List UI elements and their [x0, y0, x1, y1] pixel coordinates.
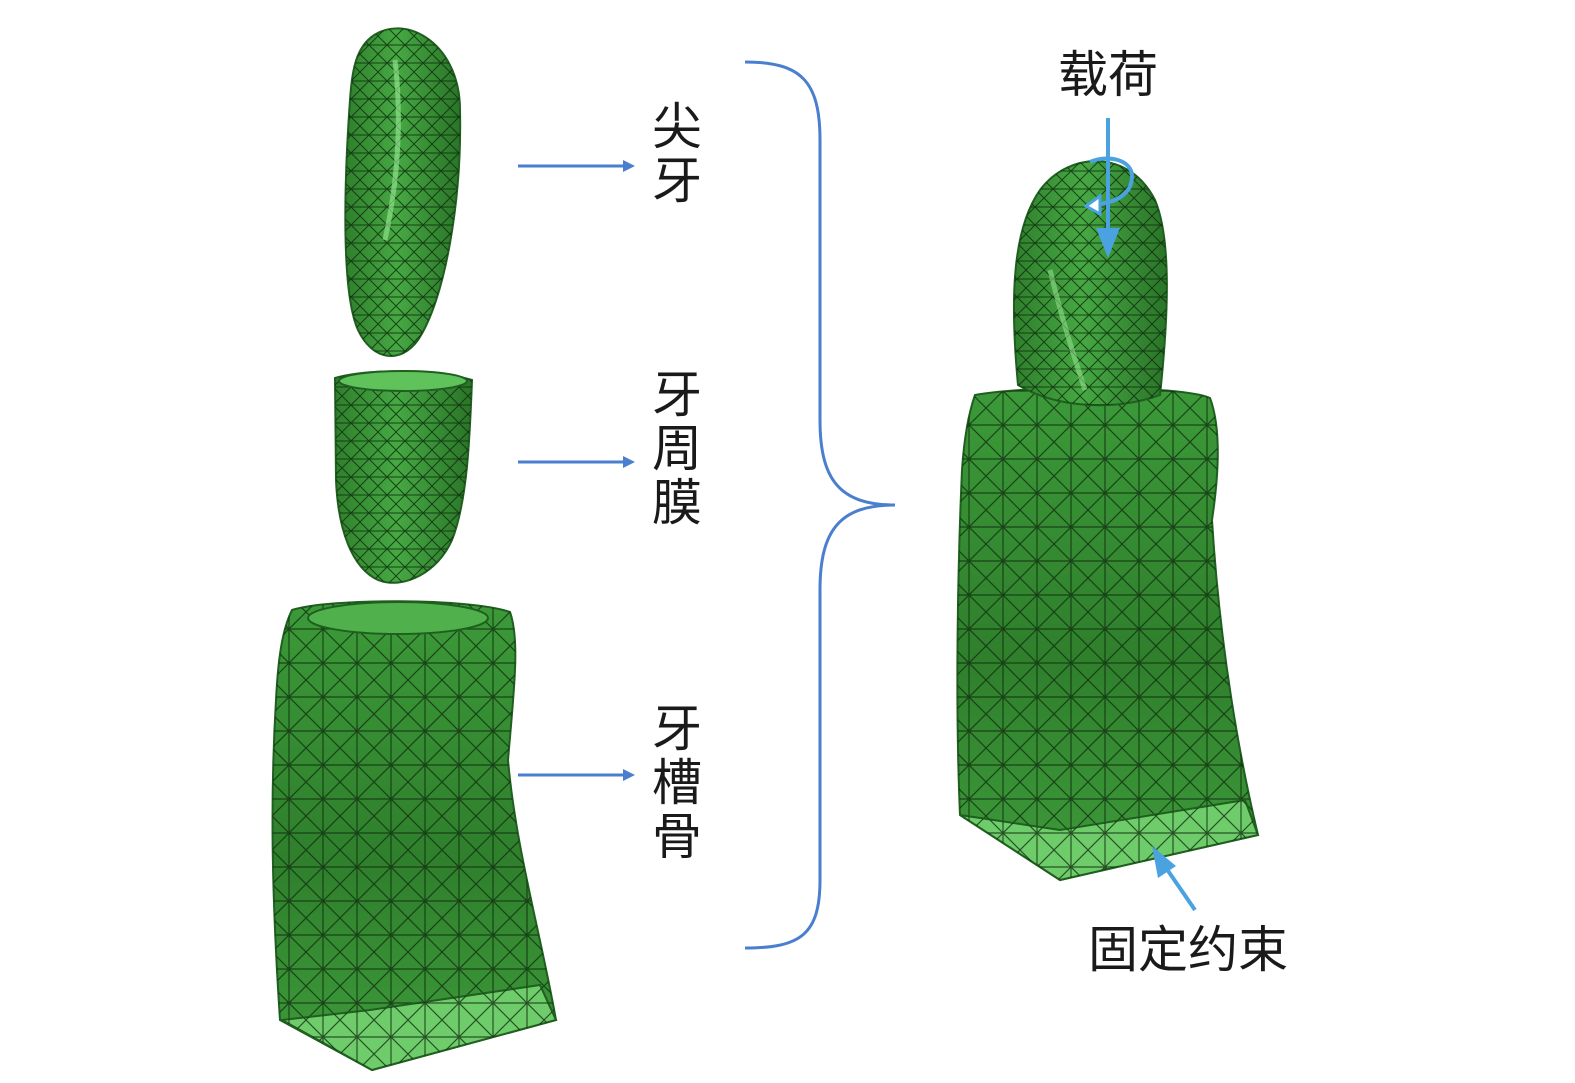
label-load: 载荷	[1058, 46, 1158, 104]
load-indicator	[1083, 118, 1135, 258]
label-periodontal-ligament: 牙周膜	[644, 368, 702, 530]
label-fixed-constraint: 固定约束	[1088, 921, 1288, 979]
canine-tooth-mesh	[344, 27, 462, 357]
alveolar-bone-mesh	[271, 600, 558, 1072]
assembled-model-mesh	[956, 160, 1260, 882]
fixed-constraint-arrow	[1152, 846, 1197, 912]
periodontal-ligament-mesh	[333, 370, 474, 584]
label-canine: 尖牙	[644, 100, 702, 208]
label-alveolar-bone: 牙槽骨	[644, 702, 702, 864]
curly-brace	[744, 60, 896, 950]
